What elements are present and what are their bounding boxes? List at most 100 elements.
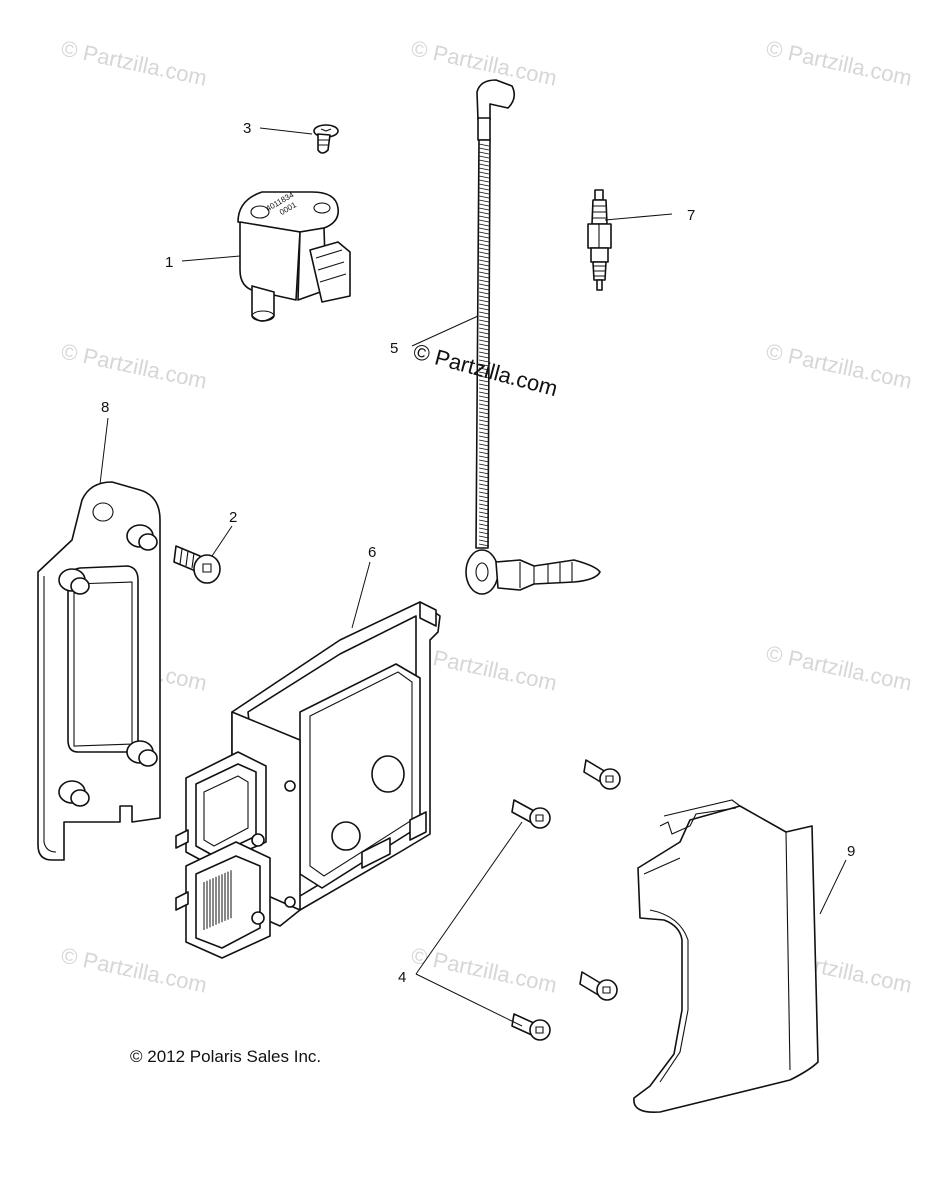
wire-rib xyxy=(478,179,490,183)
wire-rib xyxy=(478,243,490,247)
wire-rib xyxy=(478,351,490,355)
wire-rib xyxy=(478,247,490,251)
watermark: © Partzilla.com xyxy=(409,942,559,997)
wire-rib xyxy=(478,159,490,163)
part-6-ecu xyxy=(175,601,441,959)
wire-rib xyxy=(478,415,490,419)
wire-rib xyxy=(478,539,490,543)
callout-3: 3 xyxy=(243,120,251,137)
wire-rib xyxy=(478,543,490,547)
wire-rib xyxy=(478,195,490,199)
wire-rib xyxy=(478,347,490,351)
bracket-studs xyxy=(58,524,158,807)
wire-rib xyxy=(478,443,490,447)
part-2-bolt xyxy=(173,545,221,584)
callouts: 1 2 3 4 5 6 7 8 9 xyxy=(101,120,855,986)
watermark: © Partzilla.com xyxy=(59,338,209,393)
wire-rib xyxy=(478,187,490,191)
wire-rib xyxy=(478,311,490,315)
leader-lines xyxy=(99,127,847,1027)
wire-rib xyxy=(478,327,490,331)
wire-rib xyxy=(478,431,490,435)
callout-2: 2 xyxy=(229,509,237,526)
connector-pins xyxy=(203,870,232,930)
wire-rib xyxy=(478,303,490,307)
wire-rib xyxy=(478,491,490,495)
wire-rib xyxy=(478,319,490,323)
wire-rib xyxy=(478,515,490,519)
wire-rib xyxy=(478,175,490,179)
wire-rib xyxy=(478,219,490,223)
watermark: © Partzilla.com xyxy=(409,640,559,695)
screw xyxy=(583,759,621,790)
wire-rib xyxy=(478,171,490,175)
wire-rib xyxy=(478,255,490,259)
wire-rib xyxy=(478,155,490,159)
part-5-spark-plug-wire xyxy=(465,79,601,595)
wire-rib xyxy=(478,323,490,327)
wire-rib xyxy=(478,151,490,155)
wire-rib xyxy=(478,211,490,215)
wire-rib xyxy=(478,167,490,171)
part-7-spark-plug xyxy=(587,189,612,291)
wire-rib xyxy=(478,363,490,367)
wire-rib xyxy=(478,495,490,499)
part-4-screws xyxy=(511,759,621,1041)
wire-rib xyxy=(478,411,490,415)
wire-rib xyxy=(478,275,490,279)
wire-rib xyxy=(478,143,490,147)
wire-rib xyxy=(478,335,490,339)
wire-rib xyxy=(478,295,490,299)
wire-rib xyxy=(478,191,490,195)
screw xyxy=(511,1013,551,1041)
wire-rib xyxy=(478,359,490,363)
wire-rib xyxy=(478,331,490,335)
wire-rib xyxy=(478,283,490,287)
wire-rib xyxy=(478,383,490,387)
wire-rib xyxy=(478,527,490,531)
wire-rib xyxy=(478,387,490,391)
wire-rib xyxy=(478,403,490,407)
wire-rib xyxy=(478,395,490,399)
part-1-ignition-coil: 4011834 0001 xyxy=(237,190,351,322)
wire-rib xyxy=(478,487,490,491)
wire-rib xyxy=(478,235,490,239)
wire-rib xyxy=(478,271,490,275)
callout-6: 6 xyxy=(368,544,376,561)
watermark: © Partzilla.com xyxy=(764,35,914,90)
wire-rib xyxy=(478,287,490,291)
part-3-screw xyxy=(313,124,339,154)
wire-rib xyxy=(478,203,490,207)
wire-rib xyxy=(478,463,490,467)
wire-rib xyxy=(478,523,490,527)
wire-rib xyxy=(478,399,490,403)
watermark: © Partzilla.com xyxy=(764,338,914,393)
wire-rib xyxy=(478,307,490,311)
wire-rib xyxy=(478,507,490,511)
wire-rib xyxy=(478,375,490,379)
wire-rib xyxy=(478,223,490,227)
wire-rib xyxy=(478,427,490,431)
wire-rib xyxy=(478,519,490,523)
wire-rib xyxy=(478,267,490,271)
wire-rib xyxy=(478,499,490,503)
wire-rib xyxy=(478,343,490,347)
wire-rib xyxy=(478,227,490,231)
watermark: © Partzilla.com xyxy=(59,942,209,997)
wire-rib xyxy=(478,299,490,303)
wire-rib xyxy=(478,207,490,211)
wire-rib xyxy=(478,259,490,263)
wire-rib xyxy=(478,439,490,443)
callout-5: 5 xyxy=(390,340,398,357)
wire-rib xyxy=(478,251,490,255)
wire-rib xyxy=(478,511,490,515)
wire-rib xyxy=(478,163,490,167)
wire-rib xyxy=(478,423,490,427)
wire-rib xyxy=(478,435,490,439)
watermark: © Partzilla.com xyxy=(764,640,914,695)
part-8-mounting-bracket xyxy=(37,481,161,861)
wire-rib xyxy=(478,459,490,463)
wire-rib xyxy=(478,339,490,343)
wire-rib xyxy=(478,183,490,187)
wire-rib xyxy=(478,419,490,423)
